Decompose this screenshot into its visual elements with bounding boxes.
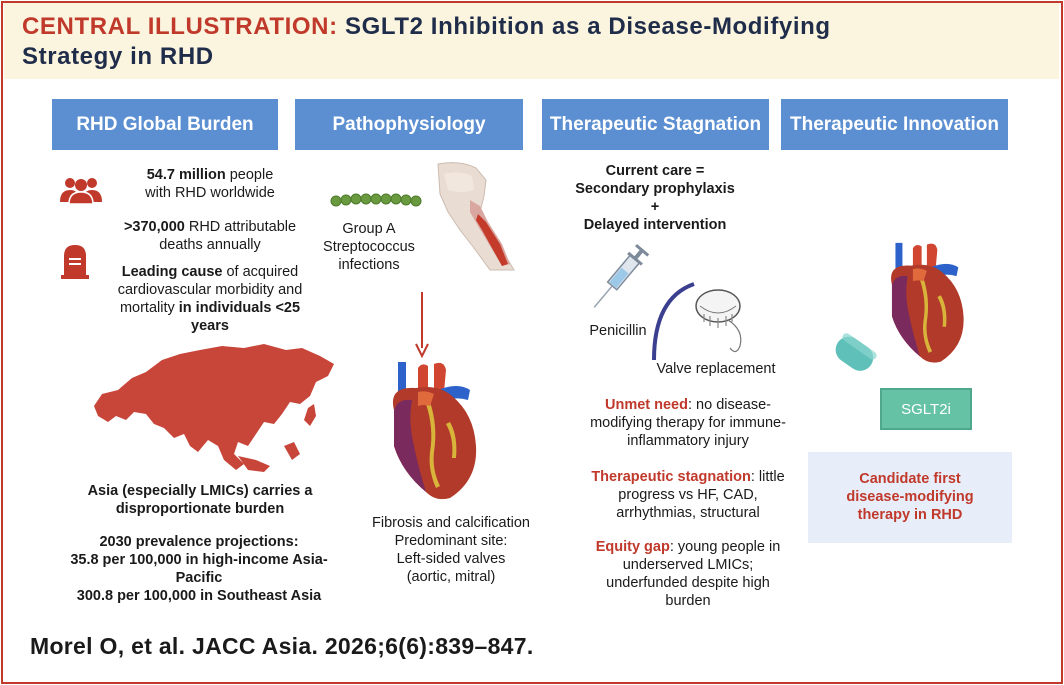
column-header-patho: Pathophysiology — [295, 99, 523, 150]
gravestone-icon — [61, 245, 89, 279]
equity-gap-text: Equity gap: young people in underserved … — [595, 539, 781, 609]
stat-deaths: >370,000 RHD attributable deaths annuall… — [123, 219, 297, 253]
title-band — [4, 3, 1059, 79]
syringe-icon — [593, 243, 650, 308]
figure-title: CENTRAL ILLUSTRATION: SGLT2 Inhibition a… — [22, 13, 831, 41]
arrow-down-icon — [415, 292, 429, 359]
valve-replacement-label: Valve replacement — [656, 361, 776, 377]
stat-leading-cause: Leading cause of acquired cardiovascular… — [117, 264, 303, 334]
stagnation-text: Therapeutic stagnation: little progress … — [591, 469, 785, 521]
strep-label: Group A Streptococcus infections — [323, 221, 415, 273]
pill-capsule-icon — [835, 333, 877, 371]
stat-patients: 54.7 million people with RHD worldwide — [145, 167, 275, 201]
bacteria-chain-icon — [330, 193, 422, 207]
sglt2i-label: SGLT2i — [880, 388, 972, 430]
asia-map — [94, 344, 334, 472]
column-header-stagnation: Therapeutic Stagnation — [542, 99, 769, 150]
heart-icon — [891, 242, 964, 363]
current-care-text: Current care = Secondary prophylaxis + D… — [575, 163, 735, 233]
throat-icon — [437, 162, 515, 271]
title-line-1: SGLT2 Inhibition as a Disease-Modifying — [344, 13, 831, 40]
column-header-burden: RHD Global Burden — [52, 99, 278, 150]
title-line-2: Strategy in RHD — [22, 43, 214, 70]
people-icon — [60, 178, 102, 205]
penicillin-label: Penicillin — [589, 323, 647, 339]
asia-burden-text: Asia (especially LMICs) carries a dispro… — [87, 483, 313, 517]
candidate-text: Candidate first disease-modifying therap… — [846, 471, 974, 523]
citation: Morel O, et al. JACC Asia. 2026;6(6):839… — [30, 633, 534, 659]
valve-icon — [652, 282, 742, 361]
candidate-box — [808, 452, 1012, 543]
fibrosis-text: Fibrosis and calcification Predominant s… — [372, 515, 530, 585]
unmet-need-text: Unmet need: no disease- modifying therap… — [590, 397, 786, 449]
projection-text: 2030 prevalence projections: 35.8 per 10… — [70, 534, 328, 604]
title-label: CENTRAL ILLUSTRATION: — [22, 13, 338, 40]
heart-icon — [392, 362, 477, 500]
column-header-innovation: Therapeutic Innovation — [781, 99, 1008, 150]
